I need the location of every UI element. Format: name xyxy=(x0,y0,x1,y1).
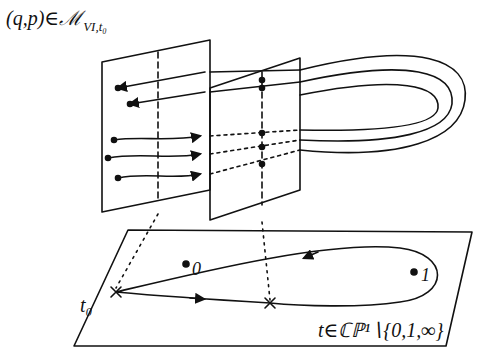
strand-arrow xyxy=(130,92,205,104)
strand xyxy=(300,70,452,141)
loop xyxy=(116,247,438,306)
puncture-label: 0 xyxy=(192,260,201,278)
base-plane xyxy=(74,230,472,346)
strand-arrow xyxy=(118,174,200,178)
projection-line xyxy=(116,214,158,288)
strand xyxy=(300,85,438,131)
loop-arrow xyxy=(190,298,204,299)
point xyxy=(106,156,111,161)
strand xyxy=(300,56,465,153)
puncture-dot xyxy=(411,269,417,275)
puncture-label: 1 xyxy=(421,266,430,284)
cross-mark xyxy=(265,298,275,308)
dashed-axis xyxy=(157,52,159,200)
point xyxy=(260,78,265,83)
strand xyxy=(210,130,300,136)
base-space-label: t∈ℂℙ¹∖{0,1,∞} xyxy=(318,320,444,340)
fibre-sheet xyxy=(102,40,210,212)
strand-arrow xyxy=(118,72,205,88)
point xyxy=(112,138,117,143)
point xyxy=(260,162,265,167)
fibre-label-subscript: VI,t₀ xyxy=(83,20,107,33)
puncture-dot xyxy=(183,261,189,267)
fibre-sheet xyxy=(210,58,300,220)
strand xyxy=(210,150,300,174)
point xyxy=(116,176,121,181)
strand xyxy=(210,70,300,72)
projection-line xyxy=(262,222,270,300)
point xyxy=(260,145,265,150)
strand-arrow xyxy=(114,136,200,140)
cross-mark xyxy=(111,287,121,297)
strand-arrow xyxy=(108,154,200,158)
dashed-axis xyxy=(261,72,263,205)
point xyxy=(128,102,133,107)
fibre-label: (q,p)∈ℳ xyxy=(6,8,82,28)
point xyxy=(116,86,121,91)
loop-arrow xyxy=(304,252,318,258)
point xyxy=(260,86,265,91)
point xyxy=(260,131,265,136)
base-point-label: t₀ xyxy=(80,295,93,315)
strand xyxy=(210,140,300,154)
